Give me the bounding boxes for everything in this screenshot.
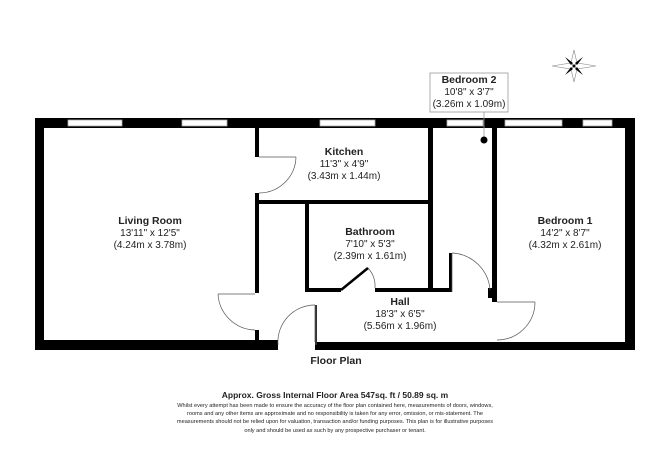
disclaimer-line: measurements should not be relied upon f…: [176, 419, 494, 426]
room-size-imperial: 18'3" x 6'5": [375, 308, 425, 320]
bedroom-2-label-box: [429, 72, 509, 113]
room-size-metric: (4.32m x 2.61m): [528, 240, 602, 251]
disclaimer-line: rooms and any other items are approximat…: [187, 411, 483, 418]
room-name: Hall: [390, 296, 410, 308]
room-label-bathroom: Bathroom 7'10" x 5'3" (2.39m x 1.61m): [334, 226, 407, 264]
room-size-metric: (3.43m x 1.44m): [307, 171, 381, 182]
room-label-living-room: Living Room 13'11" x 12'5" (4.24m x 3.78…: [114, 215, 187, 253]
compass-icon: [551, 49, 597, 83]
room-name: Bathroom: [345, 226, 395, 238]
room-label-bedroom-2: Bedroom 2 10'8" x 3'7" (3.26m x 1.09m): [433, 74, 506, 112]
room-name: Living Room: [118, 215, 182, 227]
room-label-bedroom-1: Bedroom 1 14'2" x 8'7" (4.32m x 2.61m): [529, 215, 602, 253]
room-size-imperial: 7'10" x 5'3": [345, 238, 395, 250]
room-size-metric: (2.39m x 1.61m): [333, 251, 407, 262]
room-size-metric: (4.24m x 3.78m): [113, 240, 187, 251]
room-label-hall: Hall 18'3" x 6'5" (5.56m x 1.96m): [364, 296, 437, 334]
room-size-imperial: 14'2" x 8'7": [540, 227, 590, 239]
room-size-metric: (3.26m x 1.09m): [432, 99, 506, 110]
plan-title: Floor Plan: [310, 355, 362, 367]
bathroom-door: [340, 267, 369, 291]
room-size-imperial: 10'8" x 3'7": [444, 86, 494, 98]
room-name: Bedroom 1: [537, 215, 593, 227]
room-name: Kitchen: [324, 146, 364, 158]
room-size-metric: (5.56m x 1.96m): [363, 321, 437, 332]
windows: [67, 119, 613, 127]
disclaimer-line: only and should be used as such by any p…: [244, 427, 426, 434]
room-size-imperial: 11'3" x 4'9": [319, 158, 369, 170]
room-size-imperial: 13'11" x 12'5": [120, 227, 180, 239]
disclaimer-line: Whilst every attempt has been made to en…: [177, 403, 493, 409]
room-label-kitchen: Kitchen 11'3" x 4'9" (3.43m x 1.44m): [308, 146, 381, 184]
disclaimer: Whilst every attempt has been made to en…: [0, 402, 670, 435]
callout-dot: [480, 136, 488, 144]
room-name: Bedroom 2: [441, 74, 497, 86]
floor-area: Approx. Gross Internal Floor Area 547sq.…: [221, 390, 449, 400]
